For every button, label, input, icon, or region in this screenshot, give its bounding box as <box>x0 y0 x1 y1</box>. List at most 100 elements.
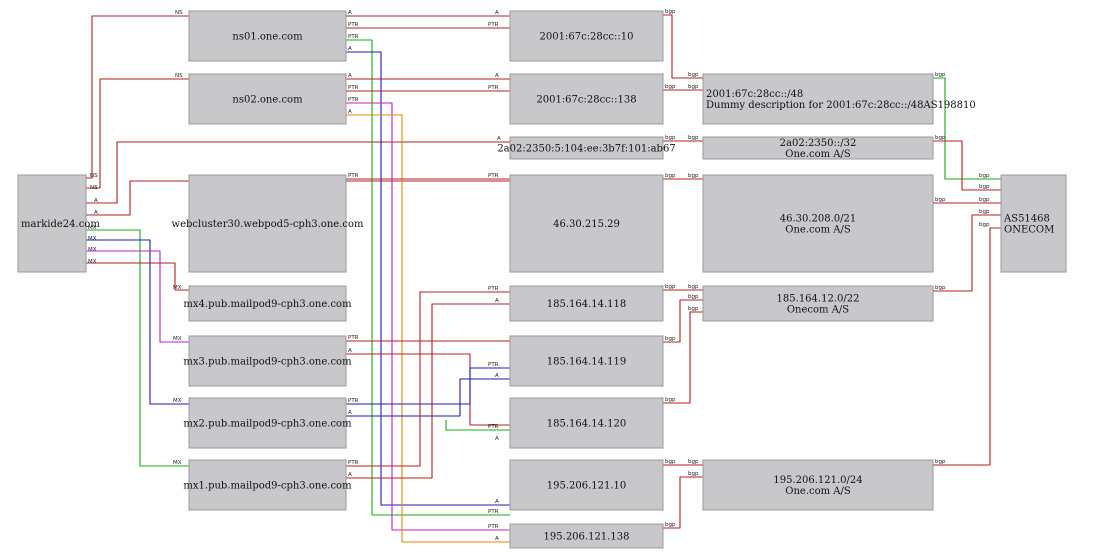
edge-bgp-120 <box>663 311 703 404</box>
node-label: mx3.pub.mailpod9-cph3.one.com <box>183 357 352 368</box>
edge-label-mx: MX <box>173 285 182 291</box>
edge-label-ptr: PTR <box>488 85 499 91</box>
edge-mx3-a <box>346 353 510 426</box>
edge-label-ptr: PTR <box>348 398 359 404</box>
node-label: 46.30.215.29 <box>553 219 620 230</box>
edge-label-a: A <box>348 10 352 16</box>
node-mx4: mx4.pub.mailpod9-cph3.one.com <box>183 285 352 322</box>
edge-label-bgp: bgp <box>665 9 676 15</box>
edge-label-bgp: bgp <box>688 284 699 290</box>
node-mx3: mx3.pub.mailpod9-cph3.one.com <box>183 335 352 387</box>
edge-label-a: A <box>348 348 352 354</box>
edge-label-ptr: PTR <box>488 362 499 368</box>
edge-label-bgp: bgp <box>935 459 946 465</box>
edge-label-a: A <box>495 73 499 79</box>
node-label: 2a02:2350::/32 <box>780 138 857 149</box>
node-ip-120: 185.164.14.120 <box>509 397 664 449</box>
node-label: webcluster30.webpod5-cph3.one.com <box>172 219 364 230</box>
edge-ns01-ptr-v4 <box>346 39 510 516</box>
node-label: 185.164.14.118 <box>547 299 627 310</box>
edge-label-a: A <box>348 410 352 416</box>
edge-label-a: A <box>94 210 98 216</box>
diagram-nodes: markide24.comns01.one.comns02.one.comweb… <box>17 10 1067 549</box>
edge-label-ptr: PTR <box>488 286 499 292</box>
edge-label-mx: MX <box>173 336 182 342</box>
edge-label-a: A <box>495 536 499 542</box>
edge-label-bgp: bgp <box>665 397 676 403</box>
edge-label-bgp: bgp <box>665 173 676 179</box>
edge-label-ptr: PTR <box>348 22 359 28</box>
edge-label-mx: MX <box>88 225 97 231</box>
edge-label-bgp: bgp <box>665 84 676 90</box>
node-label: markide24.com <box>21 219 100 230</box>
node-label: ONECOM <box>1004 225 1054 236</box>
edge-label-ptr: PTR <box>488 524 499 530</box>
edge-mx2-ptr <box>346 367 510 405</box>
edge-label-a: A <box>348 73 352 79</box>
node-label: One.com A/S <box>785 225 851 236</box>
edge-label-bgp: bgp <box>935 135 946 141</box>
edge-label-ptr: PTR <box>348 34 359 40</box>
edge-label-bgp: bgp <box>979 184 990 190</box>
node-label: 2a02:2350:5:104:ee:3b7f:101:ab67 <box>497 144 675 155</box>
edge-label-ptr: PTR <box>348 335 359 341</box>
edge-label-bgp: bgp <box>688 135 699 141</box>
edge-label-ns: NS <box>90 185 98 191</box>
diagram-edges <box>86 14 1001 543</box>
edge-label-bgp: bgp <box>688 306 699 312</box>
edge-label-a: A <box>495 499 499 505</box>
edge-mx2-a <box>346 378 510 417</box>
node-label: 195.206.121.0/24 <box>773 475 862 486</box>
edge-label-bgp: bgp <box>688 459 699 465</box>
edge-mx1-ptr <box>346 291 510 467</box>
edge-label-ptr: PTR <box>348 173 359 179</box>
edge-bgp-195-as <box>933 227 1001 466</box>
edge-label-mx: MX <box>173 460 182 466</box>
edge-label-a: A <box>495 298 499 304</box>
edge-label-a: A <box>94 198 98 204</box>
node-label: 185.164.14.120 <box>547 419 627 430</box>
edge-green-120 <box>445 420 510 431</box>
edge-label-bgp: bgp <box>935 197 946 203</box>
edge-label-mx: MX <box>173 398 182 404</box>
node-ip-118: 185.164.14.118 <box>509 285 664 322</box>
edge-label-bgp: bgp <box>665 284 676 290</box>
edge-label-ns: NS <box>175 73 183 79</box>
edge-label-bgp: bgp <box>979 209 990 215</box>
node-label: 2001:67c:28cc::138 <box>536 95 636 106</box>
edge-label-ptr: PTR <box>488 509 499 515</box>
edge-label-bgp: bgp <box>979 173 990 179</box>
edge-label-bgp: bgp <box>665 522 676 528</box>
node-webcluster: webcluster30.webpod5-cph3.one.com <box>172 174 364 273</box>
edge-bgp-119 <box>663 299 703 343</box>
node-ns01: ns01.one.com <box>188 10 347 62</box>
edge-label-bgp: bgp <box>688 471 699 477</box>
edge-label-ptr: PTR <box>348 85 359 91</box>
node-ip6-ab67: 2a02:2350:5:104:ee:3b7f:101:ab67 <box>497 136 676 160</box>
edge-label-a: A <box>497 136 501 142</box>
edge-bgp-138 <box>663 476 703 529</box>
edge-label-bgp: bgp <box>665 336 676 342</box>
edge-label-bgp: bgp <box>979 222 990 228</box>
edge-mx-mx2 <box>86 239 189 405</box>
node-ip-138: 195.206.121.138 <box>509 523 664 549</box>
node-label: ns01.one.com <box>232 32 303 43</box>
node-label: 185.164.12.0/22 <box>777 294 860 305</box>
edge-label-a: A <box>495 436 499 442</box>
node-label: 2001:67c:28cc::/48 <box>706 89 803 100</box>
node-ip-46: 46.30.215.29 <box>509 174 664 273</box>
edge-label-ptr: PTR <box>348 460 359 466</box>
node-ip6-10: 2001:67c:28cc::10 <box>509 10 664 62</box>
edge-label-ptr: PTR <box>348 97 359 103</box>
node-label: Dummy description for 2001:67c:28cc::/48… <box>706 100 976 111</box>
edge-label-bgp: bgp <box>688 72 699 78</box>
edge-mx1-a <box>346 303 510 479</box>
edge-label-mx: MX <box>88 259 97 265</box>
edge-bgp-48-as <box>933 77 1001 180</box>
